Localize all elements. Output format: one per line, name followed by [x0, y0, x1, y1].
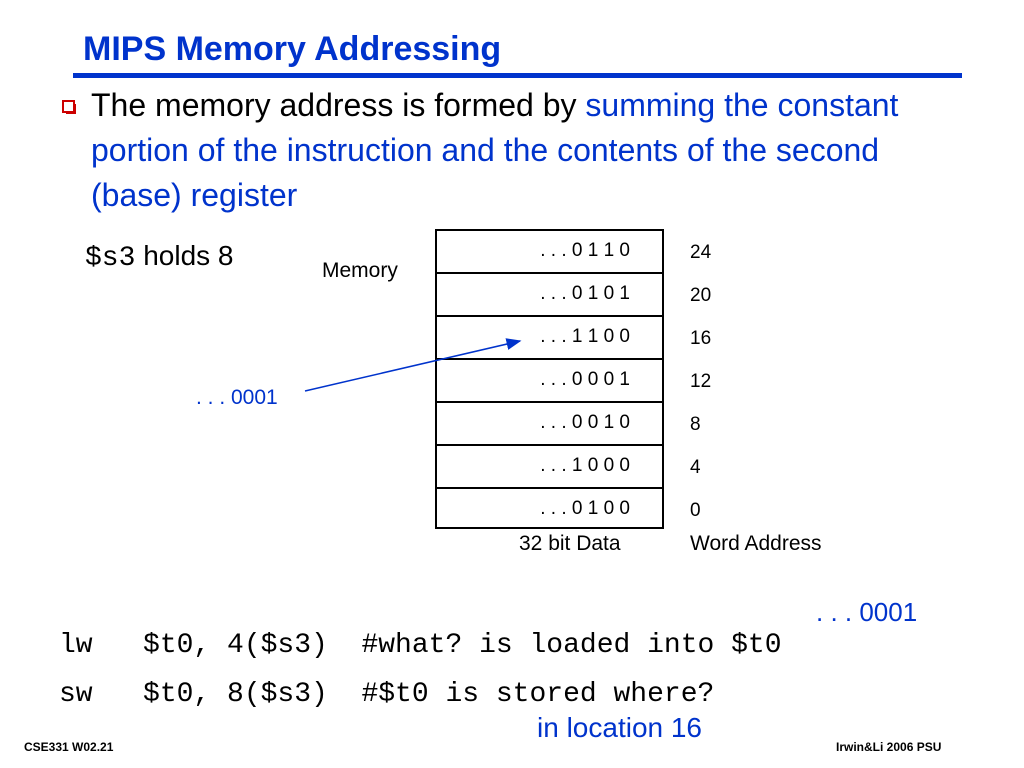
stored-value-annotation: . . . 0001: [196, 386, 278, 409]
word-address: 24: [690, 242, 712, 263]
slide-title: MIPS Memory Addressing: [83, 30, 502, 68]
memory-cell-data: . . . 0 0 0 1: [437, 360, 662, 403]
data-column-label: 32 bit Data: [519, 532, 621, 555]
bullet-text: The memory address is formed by summing …: [91, 83, 971, 218]
register-note-text: holds 8: [135, 240, 234, 271]
memory-cell-data: . . . 0 1 0 1: [437, 274, 662, 317]
memory-label: Memory: [322, 259, 398, 282]
word-address: 4: [690, 457, 701, 478]
bullet-text-highlight: summing the constant portion of the inst…: [91, 87, 899, 213]
word-address: 0: [690, 500, 701, 521]
memory-cell-data: . . . 0 1 1 0: [437, 231, 662, 274]
store-arrow-line: [304, 338, 522, 392]
footer-credit: Irwin&Li 2006 PSU: [836, 740, 942, 754]
memory-cell-data: . . . 1 1 0 0: [437, 317, 662, 360]
bullet-text-plain: The memory address is formed by: [91, 87, 586, 123]
code-line-lw: lw $t0, 4($s3) #what? is loaded into $t0: [59, 630, 782, 661]
register-note: $s3 holds 8: [85, 240, 234, 274]
word-address: 12: [690, 371, 712, 392]
word-address: 8: [690, 414, 701, 435]
memory-cell-data: . . . 1 0 0 0: [437, 446, 662, 489]
title-underline: [73, 73, 962, 78]
square-bullet-icon: [62, 100, 76, 114]
memory-cell-data: . . . 0 1 0 0: [540, 498, 630, 519]
word-address: 16: [690, 328, 712, 349]
footer-course: CSE331 W02.21: [24, 740, 114, 754]
code-line-sw: sw $t0, 8($s3) #$t0 is stored where?: [59, 679, 715, 710]
word-address: 20: [690, 285, 712, 306]
address-column-label: Word Address: [690, 532, 822, 555]
memory-cell-data: . . . 0 0 1 0: [437, 403, 662, 446]
location-annotation: in location 16: [537, 712, 703, 743]
loaded-value-annotation: . . . 0001: [816, 597, 918, 627]
register-name: $s3: [85, 243, 136, 274]
memory-table: . . . 0 1 1 0 . . . 0 1 0 1 . . . 1 1 0 …: [435, 229, 664, 529]
